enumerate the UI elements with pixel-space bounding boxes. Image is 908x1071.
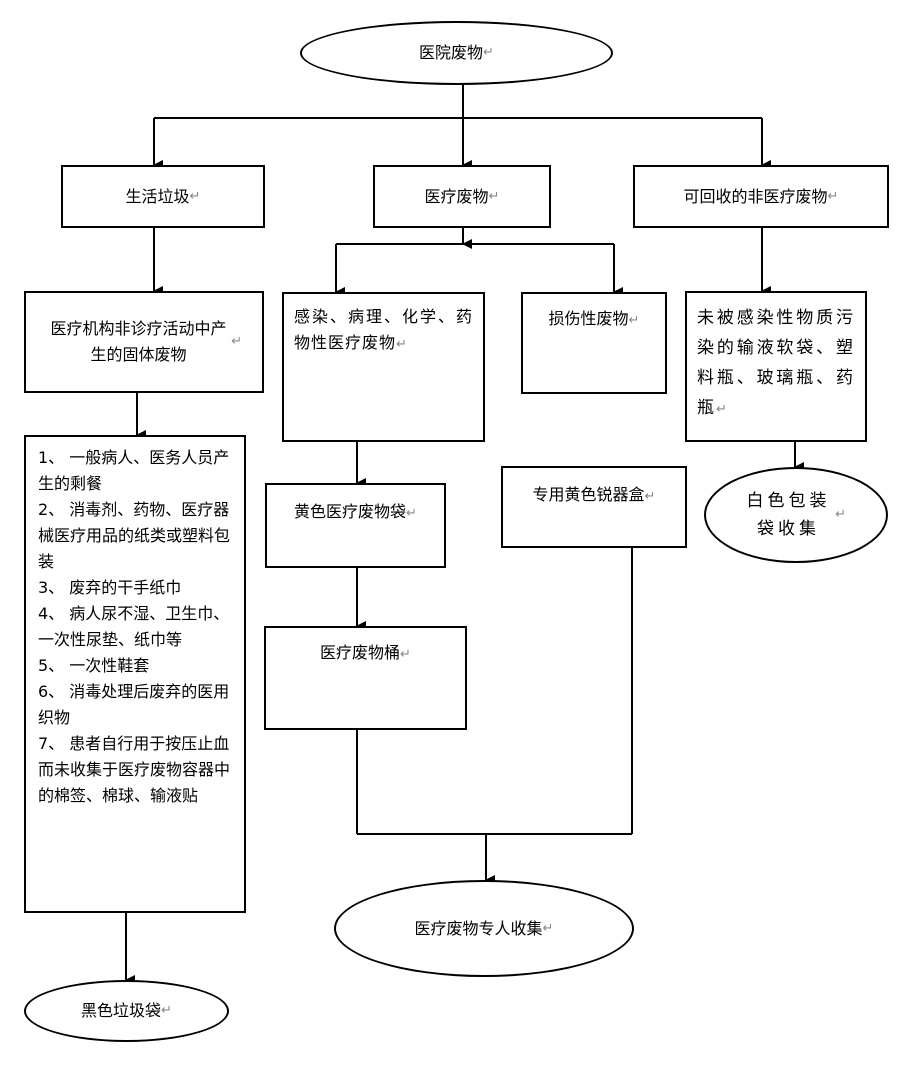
list-item: 6、 消毒处理后废弃的医用织物 [38, 682, 230, 727]
medical-label: 医疗废物 [424, 186, 489, 206]
sharps-box-label: 专用黄色锐器盒 [532, 485, 645, 504]
medical-bin-node: 医疗废物桶↵ [264, 626, 467, 730]
white-bag-label: 白色包装袋收集 [746, 491, 831, 539]
non-diagnostic-label: 医疗机构非诊疗活动中产生的固体废物 [50, 319, 227, 364]
medical-waste-node: 医疗废物↵ [373, 165, 551, 228]
yellow-bag-node: 黄色医疗废物袋↵ [265, 483, 446, 568]
black-bag-label: 黑色垃圾袋 [81, 1001, 162, 1020]
medical-bin-label: 医疗废物桶 [320, 643, 401, 662]
sharps-label: 损伤性废物 [548, 309, 629, 328]
yellow-bag-label: 黄色医疗废物袋 [294, 502, 407, 521]
list-item: 3、 废弃的干手纸巾 [38, 578, 182, 597]
list-item: 1、 一般病人、医务人员产生的剩餐 [38, 448, 230, 493]
root-label: 医院废物 [419, 43, 484, 62]
recyclable-waste-node: 可回收的非医疗废物↵ [633, 165, 889, 228]
sharps-waste-node: 损伤性废物↵ [521, 292, 667, 394]
collection-node: 医疗废物专人收集↵ [334, 880, 634, 977]
list-item: 5、 一次性鞋套 [38, 656, 150, 675]
white-bag-node: 白色包装袋收集↵ [704, 467, 888, 563]
non-diagnostic-waste-node: 医疗机构非诊疗活动中产生的固体废物↵ [24, 291, 264, 393]
black-bag-node: 黑色垃圾袋↵ [24, 980, 229, 1042]
domestic-waste-node: 生活垃圾↵ [61, 165, 265, 228]
list-item: 7、 患者自行用于按压止血而未收集于医疗废物容器中的棉签、棉球、输液贴 [38, 734, 231, 805]
recyclable-label: 可回收的非医疗废物 [683, 186, 828, 206]
list-item: 2、 消毒剂、药物、医疗器械医疗用品的纸类或塑料包装 [38, 500, 231, 571]
uncontaminated-waste-node: 未被感染性物质污染的输液软袋、塑料瓶、玻璃瓶、药瓶↵ [685, 291, 867, 442]
domestic-items-list: 1、 一般病人、医务人员产生的剩餐 2、 消毒剂、药物、医疗器械医疗用品的纸类或… [24, 435, 246, 913]
infectious-label: 感染、病理、化学、药物性医疗废物 [294, 307, 473, 352]
list-item: 4、 病人尿不湿、卫生巾、一次性尿垫、纸巾等 [38, 604, 230, 649]
root-node: 医院废物↵ [300, 21, 613, 85]
collection-label: 医疗废物专人收集 [414, 918, 543, 938]
infectious-waste-node: 感染、病理、化学、药物性医疗废物↵ [282, 292, 485, 442]
uncontaminated-label: 未被感染性物质污染的输液软袋、塑料瓶、玻璃瓶、药瓶 [697, 308, 855, 418]
domestic-label: 生活垃圾 [125, 186, 190, 206]
sharps-box-node: 专用黄色锐器盒↵ [501, 466, 687, 548]
